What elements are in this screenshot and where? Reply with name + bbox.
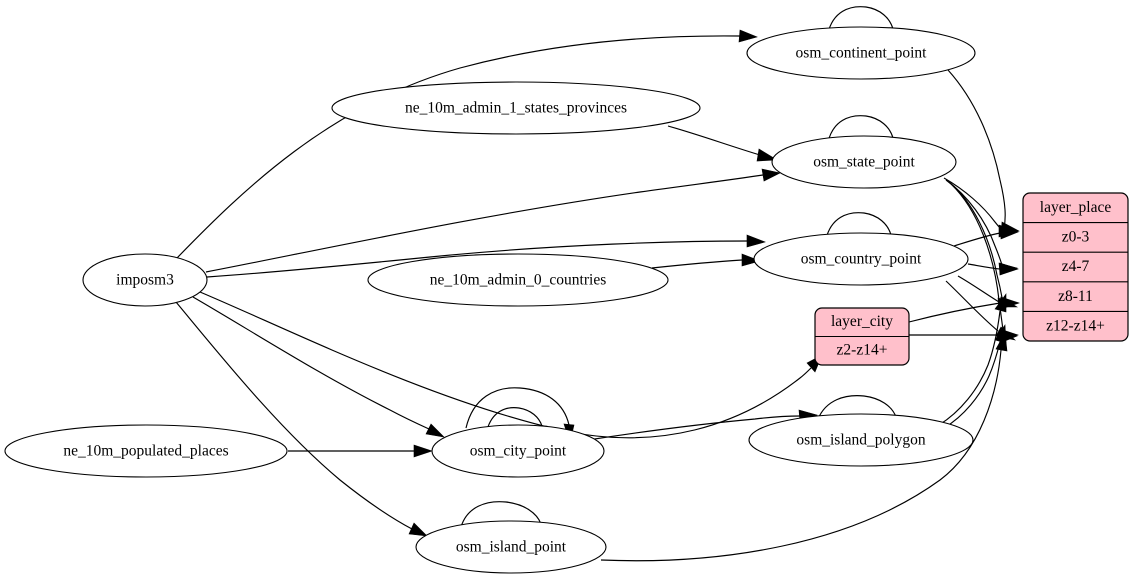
record-row-z2-z14: z2-z14+	[837, 342, 888, 359]
edge-ne-countries-to-osm-country-point	[651, 253, 761, 269]
edge-imposm3-to-osm-country-point	[206, 234, 766, 278]
node-ne-10m-admin-1-states-provinces[interactable]: ne_10m_admin_1_states_provinces	[331, 81, 701, 135]
record-row-z4-7: z4-7	[1062, 258, 1090, 275]
record-layer: layer_place z0-3 z4-7 z8-11 z12-z14+ lay…	[814, 192, 1129, 366]
edge-imposm3-to-layer-city	[199, 291, 823, 439]
edge-imposm3-to-osm-continent-point	[176, 29, 758, 259]
node-imposm3-label: imposm3	[116, 272, 174, 289]
edge-ne-populated-to-osm-city-point	[288, 444, 433, 458]
edge-layer	[175, 6, 1020, 562]
record-row-layer-city-header: layer_city	[831, 313, 893, 330]
edge-osm-country-point-to-layer-place-z0-3	[953, 226, 1019, 247]
edge-osm-island-point-to-layer-place-z12-z14	[600, 332, 1008, 562]
node-osm-island-point-label: osm_island_point	[456, 539, 567, 556]
record-row-layer-place-header: layer_place	[1040, 199, 1112, 216]
node-ne-states-label: ne_10m_admin_1_states_provinces	[405, 100, 627, 117]
edge-osm-island-polygon-to-layer-place-z8-11	[938, 293, 1007, 426]
record-layer-city[interactable]: layer_city z2-z14+	[814, 307, 910, 366]
node-ne-10m-populated-places[interactable]: ne_10m_populated_places	[4, 424, 288, 478]
edge-osm-country-point-to-layer-place-z4-7	[967, 262, 1019, 276]
node-osm-state-point-label: osm_state_point	[813, 154, 915, 171]
edge-imposm3-to-osm-island-point	[175, 301, 428, 537]
edge-osm-continent-point-to-layer-place-z0-3	[947, 69, 1020, 237]
record-row-z12-z14: z12-z14+	[1046, 317, 1105, 334]
edge-imposm3-to-osm-state-point	[205, 168, 781, 273]
node-ne-populated-label: ne_10m_populated_places	[63, 443, 228, 460]
node-osm-continent-point[interactable]: osm_continent_point	[746, 26, 976, 80]
edge-imposm3-to-osm-city-point	[192, 296, 445, 438]
record-layer-place[interactable]: layer_place z0-3 z4-7 z8-11 z12-z14+	[1022, 192, 1129, 342]
node-osm-island-polygon[interactable]: osm_island_polygon	[748, 413, 974, 467]
node-osm-city-point-label: osm_city_point	[470, 443, 567, 460]
edge-osm-island-polygon-to-layer-place-z12-z14	[943, 324, 1007, 429]
node-imposm3[interactable]: imposm3	[82, 253, 208, 307]
node-ne-countries-label: ne_10m_admin_0_countries	[430, 272, 607, 289]
record-row-z0-3: z0-3	[1062, 229, 1090, 246]
node-osm-continent-point-label: osm_continent_point	[796, 45, 928, 62]
node-osm-island-polygon-label: osm_island_polygon	[796, 432, 925, 449]
record-layer-place-outline	[1022, 192, 1129, 342]
node-osm-country-point-label: osm_country_point	[801, 251, 922, 268]
node-osm-country-point[interactable]: osm_country_point	[753, 232, 969, 286]
record-row-z8-11: z8-11	[1058, 288, 1093, 305]
edge-ne-states-to-osm-state-point	[667, 125, 778, 162]
node-osm-state-point[interactable]: osm_state_point	[771, 135, 957, 189]
node-ne-10m-admin-0-countries[interactable]: ne_10m_admin_0_countries	[367, 253, 669, 307]
node-osm-island-point[interactable]: osm_island_point	[415, 520, 607, 574]
node-osm-city-point[interactable]: osm_city_point	[431, 424, 605, 478]
node-layer: imposm3 ne_10m_admin_1_states_provinces …	[4, 26, 976, 574]
